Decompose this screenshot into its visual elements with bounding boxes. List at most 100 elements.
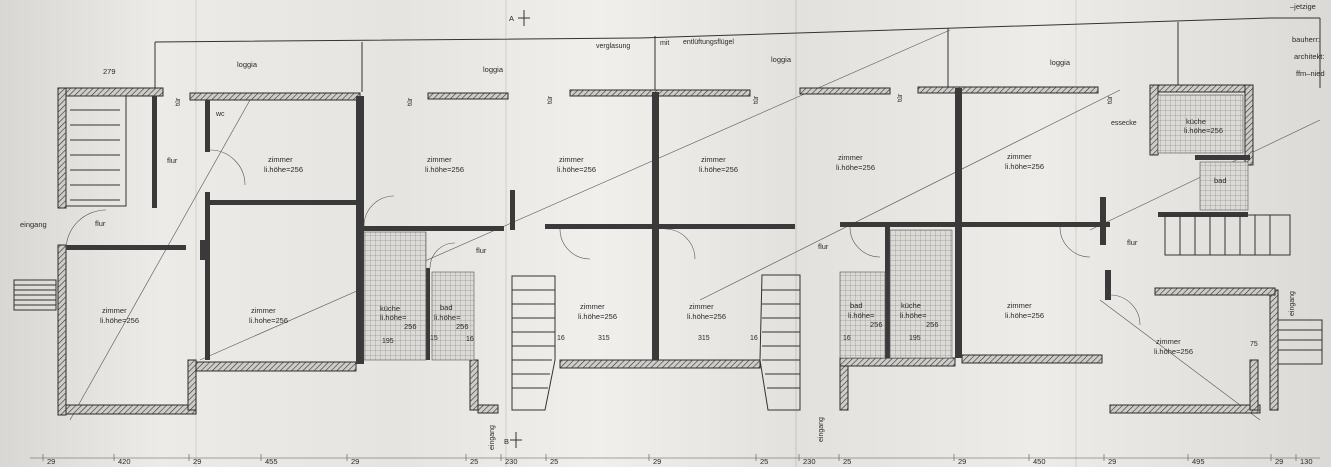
paper-fold bbox=[505, 0, 507, 467]
section-mark-a: A bbox=[509, 14, 514, 23]
svg-text:li.höhe=: li.höhe= bbox=[900, 311, 927, 320]
eingang-label: eingang bbox=[818, 417, 825, 442]
svg-text:zimmer: zimmer bbox=[102, 306, 127, 315]
room-zimmer-12: zimmer li.höhe=256 bbox=[1154, 337, 1193, 356]
bottom-dim-label: 25 bbox=[760, 457, 768, 466]
svg-text:küche: küche bbox=[1186, 117, 1206, 126]
room-bad-1: bad li.höhe= 256 bbox=[434, 303, 469, 331]
svg-text:li.höhe=256: li.höhe=256 bbox=[557, 165, 596, 174]
bottom-dim-label: 230 bbox=[505, 457, 518, 466]
tuer-label: tür bbox=[547, 95, 554, 104]
flur-label: flur bbox=[476, 246, 487, 255]
room-zimmer-2: zimmer li.höhe=256 bbox=[425, 155, 464, 174]
room-kueche-top: küche li.höhe=256 bbox=[1184, 117, 1223, 135]
mit-label: mit bbox=[660, 40, 669, 47]
svg-text:256: 256 bbox=[456, 322, 469, 331]
eingang-label: eingang bbox=[1289, 291, 1296, 316]
section-marker-b: B bbox=[504, 432, 522, 448]
svg-text:li.höhe=256: li.höhe=256 bbox=[578, 312, 617, 321]
loggia-label: loggia bbox=[483, 65, 504, 74]
room-zimmer-10: zimmer li.höhe=256 bbox=[687, 302, 726, 321]
section-mark-b: B bbox=[504, 437, 509, 446]
bottom-dim-label: 420 bbox=[118, 457, 131, 466]
dim-279: 279 bbox=[103, 67, 116, 76]
svg-text:zimmer: zimmer bbox=[701, 155, 726, 164]
entlueftung-label: entlüftungsflügel bbox=[683, 39, 734, 46]
svg-text:li.höhe=256: li.höhe=256 bbox=[425, 165, 464, 174]
room-zimmer-11: zimmer li.höhe=256 bbox=[1005, 301, 1044, 320]
svg-text:zimmer: zimmer bbox=[1007, 301, 1032, 310]
paper-fold bbox=[195, 0, 197, 467]
svg-text:zimmer: zimmer bbox=[268, 155, 293, 164]
bottom-dim-label: 25 bbox=[843, 457, 851, 466]
bottom-dim-label: 29 bbox=[1108, 457, 1116, 466]
svg-text:li.höhe=: li.höhe= bbox=[434, 313, 461, 322]
svg-text:256: 256 bbox=[926, 320, 939, 329]
bottom-dim-label: 29 bbox=[351, 457, 359, 466]
room-zimmer-8: zimmer li.hohe=256 bbox=[249, 306, 288, 325]
header-ffm: ffm–nied bbox=[1296, 69, 1325, 78]
svg-text:zimmer: zimmer bbox=[251, 306, 276, 315]
bottom-dim-label: 450 bbox=[1033, 457, 1046, 466]
svg-text:li.höhe=256: li.höhe=256 bbox=[1005, 311, 1044, 320]
loggia-label: loggia bbox=[1050, 58, 1071, 67]
dim-label: 315 bbox=[598, 335, 610, 342]
svg-text:li.höhe=: li.höhe= bbox=[380, 313, 407, 322]
svg-text:256: 256 bbox=[870, 320, 883, 329]
verglasung-label: verglasung bbox=[596, 43, 630, 50]
room-zimmer-1: zimmer li.höhe=256 bbox=[264, 155, 303, 174]
flur-label: flur bbox=[818, 242, 829, 251]
svg-text:li.höhe=256: li.höhe=256 bbox=[836, 163, 875, 172]
header-bauherr: bauherr: bbox=[1292, 35, 1320, 44]
tuer-label: tür bbox=[897, 93, 904, 102]
svg-text:li.höhe=256: li.höhe=256 bbox=[1184, 126, 1223, 135]
bottom-dim-label: 455 bbox=[265, 457, 278, 466]
svg-text:li.höhe=256: li.höhe=256 bbox=[699, 165, 738, 174]
svg-text:zimmer: zimmer bbox=[559, 155, 584, 164]
room-zimmer-9: zimmer li.höhe=256 bbox=[578, 302, 617, 321]
tuer-label: tür bbox=[407, 97, 414, 106]
bottom-dim-label: 25 bbox=[470, 457, 478, 466]
paper-fold bbox=[795, 0, 797, 467]
dim-label: 16 bbox=[843, 335, 851, 342]
room-kueche-2: küche li.höhe= 256 bbox=[900, 301, 939, 329]
dim-label: 75 bbox=[1250, 341, 1258, 348]
room-zimmer-7: zimmer li.höhe=256 bbox=[100, 306, 139, 325]
svg-text:zimmer: zimmer bbox=[689, 302, 714, 311]
dim-label: 15 bbox=[430, 335, 438, 342]
bottom-dim-label: 29 bbox=[47, 457, 55, 466]
svg-text:zimmer: zimmer bbox=[1156, 337, 1181, 346]
room-zimmer-5: zimmer li.höhe=256 bbox=[836, 153, 875, 172]
bottom-dim-label: 29 bbox=[653, 457, 661, 466]
svg-text:li.höhe=256: li.höhe=256 bbox=[1154, 347, 1193, 356]
header-architekt: architekt: bbox=[1294, 52, 1324, 61]
svg-text:zimmer: zimmer bbox=[427, 155, 452, 164]
svg-text:küche: küche bbox=[380, 304, 400, 313]
dim-label: 16 bbox=[466, 336, 474, 343]
staircase-middle-left bbox=[511, 275, 556, 411]
room-zimmer-4: zimmer li.höhe=256 bbox=[699, 155, 738, 174]
bottom-dim-label: 495 bbox=[1192, 457, 1205, 466]
bottom-dim-label: 25 bbox=[550, 457, 558, 466]
eingang-label: eingang bbox=[489, 425, 496, 450]
svg-text:bad: bad bbox=[850, 301, 863, 310]
tuer-label: tür bbox=[1107, 95, 1114, 104]
dim-label: 16 bbox=[750, 335, 758, 342]
room-kueche-1: küche li.höhe= 256 bbox=[380, 304, 417, 331]
loggia-label: loggia bbox=[237, 60, 258, 69]
dim-label: 315 bbox=[698, 335, 710, 342]
room-zimmer-6: zimmer li.höhe=256 bbox=[1005, 152, 1044, 171]
bottom-dim-label: 230 bbox=[803, 457, 816, 466]
interior-walls bbox=[66, 88, 1250, 364]
room-bad-2: bad li.höhe= 256 bbox=[848, 301, 883, 329]
staircase-left bbox=[13, 95, 127, 311]
paper-fold bbox=[1075, 0, 1077, 467]
construction-lines bbox=[69, 29, 1321, 421]
eingang-label: eingang bbox=[20, 220, 47, 229]
room-zimmer-3: zimmer li.höhe=256 bbox=[557, 155, 596, 174]
svg-text:li.höhe=256: li.höhe=256 bbox=[1005, 162, 1044, 171]
svg-text:li.höhe=: li.höhe= bbox=[848, 311, 875, 320]
